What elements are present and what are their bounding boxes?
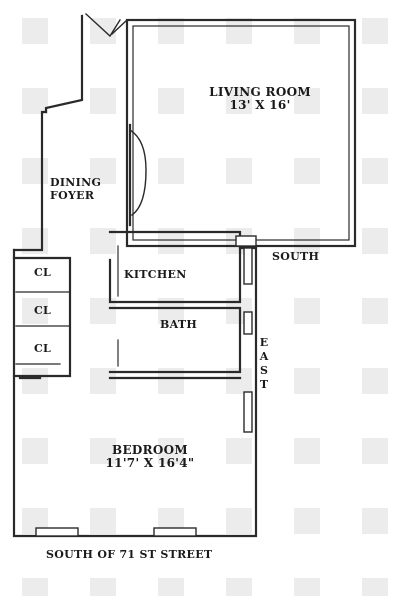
watermark-tile: [294, 228, 320, 254]
entry-wall: [12, 14, 84, 252]
watermark-tile: [362, 438, 388, 464]
south-compass-label: SOUTH: [272, 250, 320, 263]
watermark-tile: [90, 508, 116, 534]
entry-door-swing: [85, 13, 121, 38]
living-room-name: LIVING ROOM: [209, 85, 311, 99]
bath-label: BATH: [160, 318, 198, 331]
bedroom-name: BEDROOM: [112, 443, 188, 457]
watermark-tile: [90, 578, 116, 596]
living-room-dims: 13' X 16': [229, 98, 291, 112]
watermark-tile: [22, 578, 48, 596]
watermark-tile: [22, 158, 48, 184]
watermark-tile: [158, 18, 184, 44]
closet-label-1: CL: [34, 266, 52, 279]
bath-wall: [108, 306, 242, 374]
entry-door-swing-2: [111, 19, 128, 35]
watermark-tile: [294, 298, 320, 324]
watermark-tile: [22, 88, 48, 114]
watermark-tile: [226, 158, 252, 184]
watermark-pattern: [22, 18, 388, 596]
living-room-outer-wall: [125, 18, 357, 248]
watermark-tile: [90, 158, 116, 184]
watermark-tile: [362, 508, 388, 534]
watermark-tile: [226, 438, 252, 464]
watermark-tile: [294, 18, 320, 44]
window-east-3: [243, 391, 253, 433]
watermark-tile: [294, 438, 320, 464]
street-label: SOUTH OF 71 ST STREET: [46, 548, 213, 561]
watermark-tile: [22, 438, 48, 464]
bedroom-wall: [12, 246, 258, 538]
window-south-2: [153, 527, 197, 537]
watermark-tile: [362, 228, 388, 254]
closet-label-3: CL: [34, 342, 52, 355]
watermark-tile: [158, 158, 184, 184]
closet-label-2: CL: [34, 304, 52, 317]
bedroom-label: BEDROOM 11'7' X 16'4": [80, 444, 220, 470]
watermark-tile: [158, 438, 184, 464]
watermark-tile: [226, 18, 252, 44]
watermark-tile: [362, 158, 388, 184]
watermark-tile: [226, 578, 252, 596]
watermark-tile: [294, 158, 320, 184]
watermark-tile: [22, 298, 48, 324]
dining-foyer-label: DINING FOYER: [50, 176, 101, 202]
watermark-tile: [158, 578, 184, 596]
watermark-tile: [362, 298, 388, 324]
watermark-tile: [226, 508, 252, 534]
watermark-tile: [294, 578, 320, 596]
watermark-tile: [294, 88, 320, 114]
window-living-1: [235, 235, 257, 247]
east-letter-a: A: [259, 350, 269, 363]
east-letter-t: T: [259, 378, 269, 391]
window-south-1: [35, 527, 79, 537]
watermark-tile: [90, 88, 116, 114]
living-room-inner-wall: [132, 25, 350, 241]
watermark-tile: [226, 88, 252, 114]
watermark-tile: [90, 438, 116, 464]
bedroom-dims: 11'7' X 16'4": [105, 456, 195, 470]
watermark-tile: [362, 368, 388, 394]
watermark-tile: [294, 508, 320, 534]
dining-arch: [129, 129, 147, 216]
watermark-tile: [22, 368, 48, 394]
foyer-label: FOYER: [50, 189, 95, 202]
watermark-tile: [362, 578, 388, 596]
watermark-tile: [294, 368, 320, 394]
kitchen-label: KITCHEN: [124, 268, 187, 281]
east-compass-label: E A S T: [258, 336, 270, 392]
watermark-tile: [158, 88, 184, 114]
watermark-tile: [362, 18, 388, 44]
dining-label: DINING: [50, 176, 102, 189]
watermark-tile: [362, 88, 388, 114]
window-east-1: [243, 247, 253, 285]
east-letter-e: E: [259, 336, 269, 349]
east-letter-s: S: [260, 364, 268, 377]
living-room-label: LIVING ROOM 13' X 16': [200, 86, 320, 112]
window-east-2: [243, 311, 253, 335]
closets-wall: [12, 256, 72, 378]
watermark-tile: [22, 18, 48, 44]
